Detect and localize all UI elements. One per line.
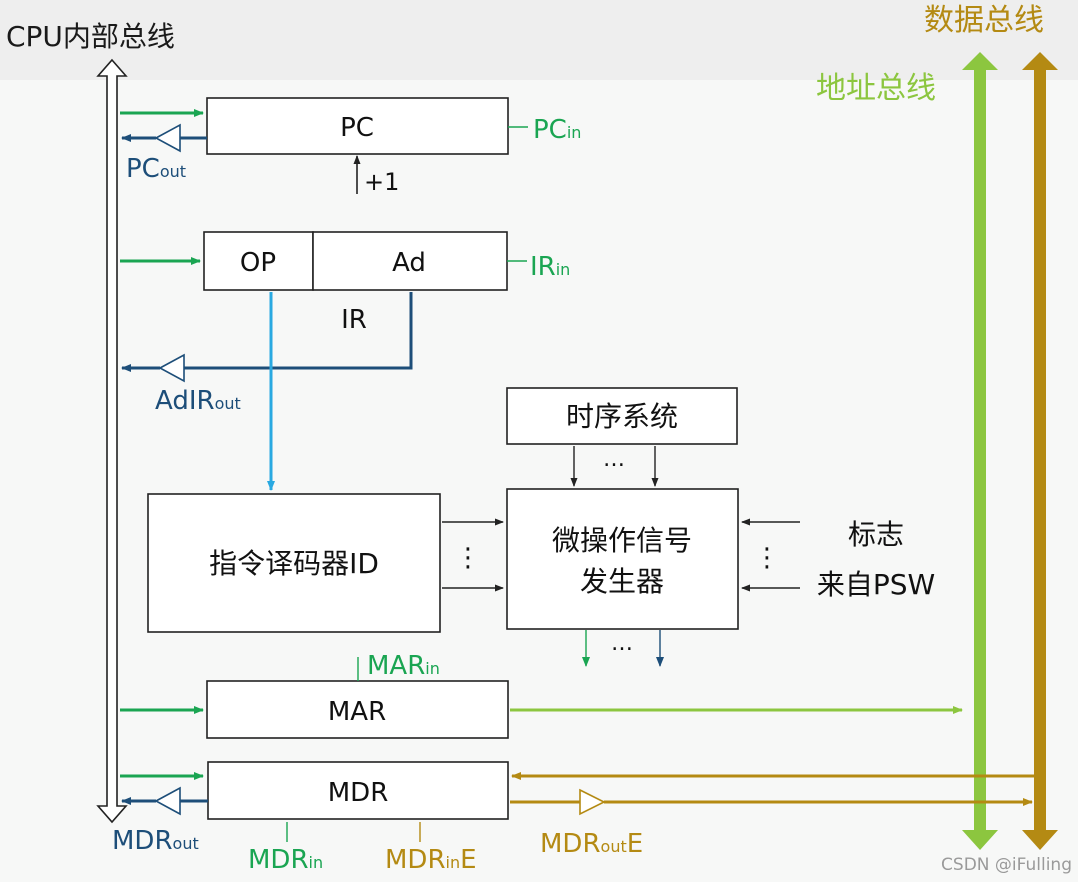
ir-label: IR (341, 305, 367, 335)
timing-system-box (506, 387, 738, 445)
mdr-in-e-signal: MDRinE (385, 845, 477, 875)
watermark: CSDN @iFulling (941, 855, 1072, 875)
data-bus (1022, 52, 1058, 850)
decoder-output-vdots: ⋮ (455, 543, 481, 573)
title-band (0, 0, 1078, 80)
mdr-out-buffer-icon (154, 786, 181, 816)
ir-op-label: OP (240, 248, 276, 278)
adir-out-wire (184, 292, 413, 370)
mdr-label: MDR (328, 778, 389, 808)
instruction-decoder-label: 指令译码器ID (209, 547, 379, 580)
mar-label: MAR (328, 697, 386, 727)
address-bus-label: 地址总线 (816, 71, 936, 106)
ir-in-signal: IRin (530, 252, 570, 282)
micro-op-label-line1: 微操作信号 (552, 524, 692, 557)
ir-ad-field (312, 231, 508, 291)
mdr-out-signal: MDRout (112, 826, 199, 856)
timing-ellipsis: … (603, 447, 625, 472)
pc-increment-label: +1 (364, 168, 399, 196)
psw-vdots: ⋮ (754, 543, 780, 573)
pc-in-signal: PCin (533, 115, 581, 145)
pc-out-signal: PCout (126, 154, 186, 184)
cpu-bus-label: CPU内部总线 (6, 20, 175, 53)
mar-in-signal: MARin (367, 651, 440, 681)
from-psw-label: 来自PSW (817, 568, 935, 601)
micro-op-label-line2: 发生器 (580, 565, 664, 598)
instruction-decoder-box (147, 493, 441, 633)
micro-op-generator-box (506, 488, 739, 630)
mdr-out-e-buffer-icon (579, 788, 606, 816)
cpu-internal-bus (96, 58, 128, 824)
pc-register (206, 97, 509, 155)
adir-out-signal: AdIRout (155, 386, 241, 416)
ir-ad-label: Ad (392, 248, 426, 278)
mar-register (206, 680, 509, 739)
pc-label: PC (340, 113, 374, 143)
data-bus-label: 数据总线 (924, 3, 1044, 38)
mdr-out-e-signal: MDRoutE (540, 829, 643, 859)
timing-system-label: 时序系统 (566, 400, 678, 433)
address-bus (962, 52, 998, 850)
adir-out-buffer-icon (158, 353, 185, 383)
pc-out-buffer-icon (154, 123, 181, 153)
micro-out-ellipsis: … (611, 631, 633, 656)
mdr-in-signal: MDRin (248, 845, 323, 875)
mdr-register (207, 761, 509, 820)
flags-label: 标志 (848, 518, 904, 551)
ir-op-field (203, 231, 314, 291)
